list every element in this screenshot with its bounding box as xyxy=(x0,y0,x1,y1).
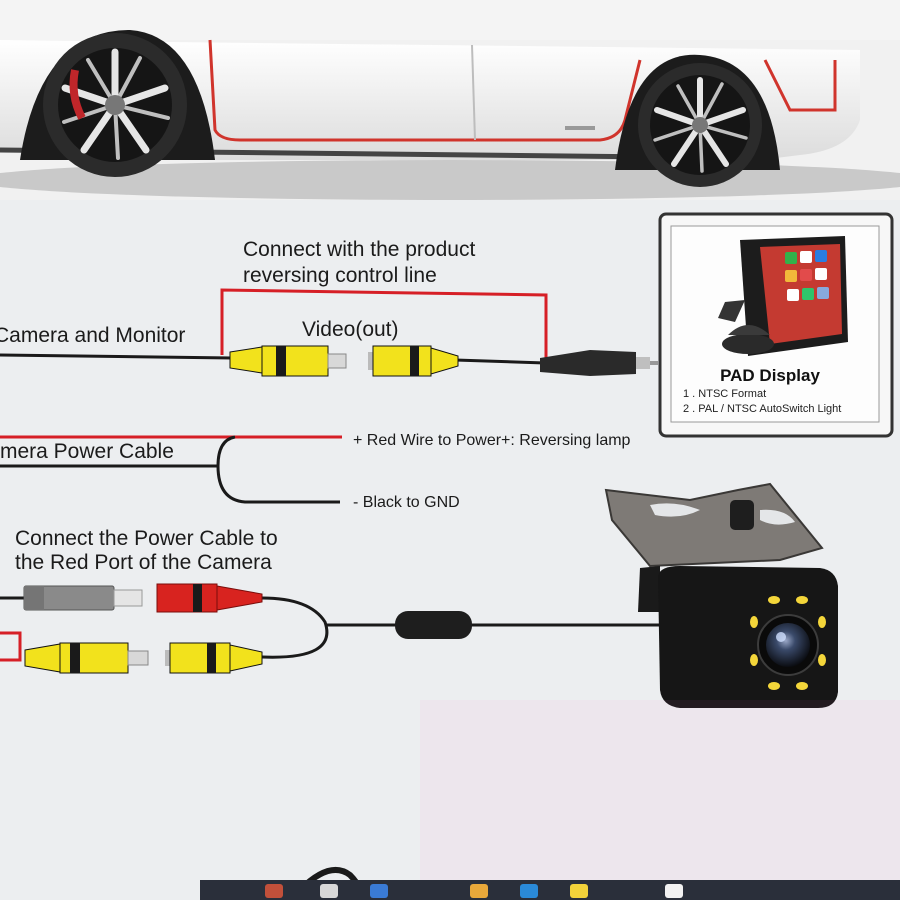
backup-camera-image xyxy=(604,482,838,708)
red-power-port xyxy=(156,583,263,613)
video-out-label: Video(out) xyxy=(302,318,399,341)
connect-power-label-2: the Red Port of the Camera xyxy=(15,551,272,574)
car-image xyxy=(0,30,900,200)
pad-display-box xyxy=(658,212,894,438)
power-cable-label: mera Power Cable xyxy=(0,440,174,463)
black-wire-label: - Black to GND xyxy=(353,494,460,511)
pad-display-title: PAD Display xyxy=(720,366,820,385)
app-icon[interactable] xyxy=(665,884,683,898)
rca-camera-male-connector xyxy=(24,642,149,674)
rear-wheel xyxy=(638,63,762,187)
grey-power-connector xyxy=(23,585,143,611)
camera-cable xyxy=(0,596,665,659)
rca-video-male-connector xyxy=(229,345,347,377)
rca-video-female-connector xyxy=(368,345,459,377)
app-icon[interactable] xyxy=(320,884,338,898)
pad-format-1: 1 . NTSC Format xyxy=(683,388,767,400)
front-wheel xyxy=(43,33,187,177)
camera-monitor-label: Camera and Monitor xyxy=(0,324,186,347)
red-wire-label: + Red Wire to Power+: Reversing lamp xyxy=(353,432,631,449)
edge-icon[interactable] xyxy=(520,884,538,898)
chrome-icon[interactable] xyxy=(470,884,488,898)
app-icon[interactable] xyxy=(265,884,283,898)
red-loop-wire xyxy=(0,631,22,662)
reversing-line-label-2: reversing control line xyxy=(243,264,437,287)
kakaotalk-icon[interactable] xyxy=(570,884,588,898)
monitor-plug xyxy=(540,350,658,376)
reversing-line-label-1: Connect with the product xyxy=(243,238,476,261)
taskbar xyxy=(200,880,900,900)
connect-power-label-1: Connect the Power Cable to xyxy=(15,527,278,550)
inline-filter xyxy=(395,611,472,639)
rca-camera-female-connector xyxy=(165,642,263,674)
video-cable xyxy=(0,353,546,365)
pad-monitor-image xyxy=(718,236,848,356)
app-icon[interactable] xyxy=(370,884,388,898)
reversing-control-line xyxy=(220,288,548,358)
pad-format-2: 2 . PAL / NTSC AutoSwitch Light xyxy=(683,403,842,415)
power-cable xyxy=(0,435,342,504)
